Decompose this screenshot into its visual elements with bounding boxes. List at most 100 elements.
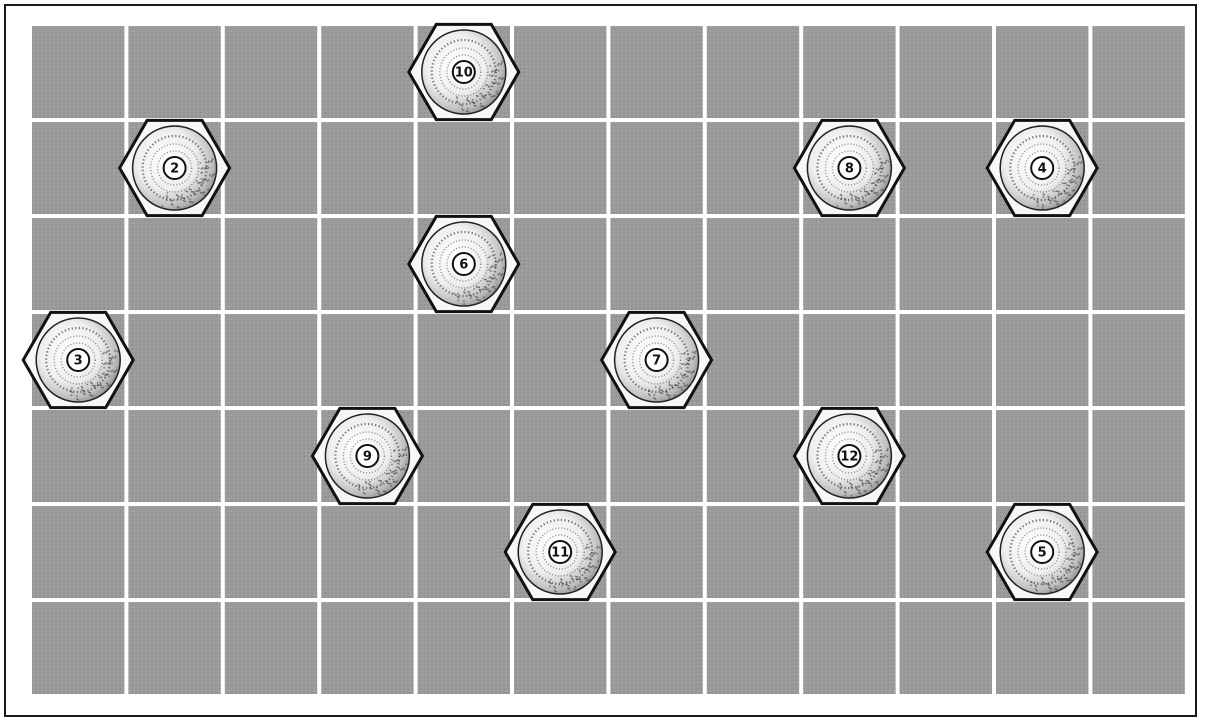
board-cell[interactable]	[418, 506, 510, 598]
board-cell[interactable]	[225, 122, 317, 214]
board-cell[interactable]	[1092, 410, 1184, 502]
board-cell[interactable]	[321, 602, 413, 694]
board-cell[interactable]	[803, 218, 895, 310]
board-cell[interactable]	[900, 602, 992, 694]
board-cell[interactable]	[900, 410, 992, 502]
board-cell[interactable]	[128, 602, 220, 694]
board-cell[interactable]	[610, 218, 702, 310]
board-cell[interactable]	[32, 218, 124, 310]
ball-stipple-dot	[883, 457, 885, 459]
ball-stipple-dot	[204, 168, 206, 170]
board-cell[interactable]	[900, 122, 992, 214]
board-cell[interactable]	[128, 218, 220, 310]
board-cell[interactable]	[707, 506, 799, 598]
board-cell[interactable]	[32, 26, 124, 118]
board-cell[interactable]	[707, 122, 799, 214]
board-cell[interactable]	[514, 602, 606, 694]
ball-stipple-dot	[648, 393, 650, 395]
ball-stipple-dot	[653, 394, 655, 396]
ball-stipple-dot	[584, 577, 586, 579]
board-cell[interactable]	[610, 122, 702, 214]
board-cell[interactable]	[225, 314, 317, 406]
board-cell[interactable]	[803, 314, 895, 406]
board-cell[interactable]	[32, 122, 124, 214]
board-cell[interactable]	[900, 506, 992, 598]
ball-stipple-dot	[369, 481, 371, 483]
ball-stipple-dot	[871, 183, 873, 185]
ball-stipple-dot	[660, 392, 662, 394]
board-cell[interactable]	[225, 410, 317, 502]
board-cell[interactable]	[1092, 26, 1184, 118]
board-cell[interactable]	[514, 410, 606, 502]
board-cell[interactable]	[707, 602, 799, 694]
board-cell[interactable]	[900, 218, 992, 310]
board-cell[interactable]	[996, 410, 1088, 502]
board-cell[interactable]	[128, 26, 220, 118]
ball-stipple-dot	[875, 473, 877, 475]
board-cell[interactable]	[128, 506, 220, 598]
board-cell[interactable]	[418, 314, 510, 406]
board-cell[interactable]	[707, 26, 799, 118]
board-cell[interactable]	[225, 26, 317, 118]
board-cell[interactable]	[418, 602, 510, 694]
board-cell[interactable]	[514, 218, 606, 310]
board-cell[interactable]	[900, 314, 992, 406]
board-cell[interactable]	[514, 314, 606, 406]
board-cell[interactable]	[321, 26, 413, 118]
ball-stipple-dot	[390, 485, 392, 487]
board-cell[interactable]	[707, 410, 799, 502]
board-cell[interactable]	[321, 506, 413, 598]
board-cell[interactable]	[321, 314, 413, 406]
board-cell[interactable]	[418, 410, 510, 502]
ball-stipple-dot	[488, 257, 490, 259]
piece-number-label: 4	[1038, 162, 1047, 177]
board-cell[interactable]	[225, 218, 317, 310]
board-cell[interactable]	[225, 602, 317, 694]
board-cell[interactable]	[128, 410, 220, 502]
board-cell[interactable]	[1092, 122, 1184, 214]
board-cell[interactable]	[996, 26, 1088, 118]
board-cell[interactable]	[418, 122, 510, 214]
board-cell[interactable]	[321, 218, 413, 310]
board-cell[interactable]	[996, 314, 1088, 406]
board-cell[interactable]	[128, 314, 220, 406]
board-cell[interactable]	[996, 218, 1088, 310]
board-cell[interactable]	[803, 602, 895, 694]
board-cell[interactable]	[225, 506, 317, 598]
ball-stipple-dot	[365, 481, 367, 483]
board-cell[interactable]	[610, 506, 702, 598]
board-cell[interactable]	[900, 26, 992, 118]
board-cell[interactable]	[1092, 314, 1184, 406]
ball-stipple-dot	[887, 456, 889, 458]
piece-number-label: 8	[845, 162, 854, 177]
board-cell[interactable]	[514, 26, 606, 118]
ball-stipple-dot	[1072, 190, 1074, 192]
board-cell[interactable]	[321, 122, 413, 214]
board-cell[interactable]	[610, 602, 702, 694]
board-cell[interactable]	[1092, 218, 1184, 310]
ball-stipple-dot	[865, 490, 867, 492]
board-cell[interactable]	[32, 602, 124, 694]
ball-stipple-dot	[1036, 201, 1038, 203]
board-cell[interactable]	[32, 410, 124, 502]
board-cell[interactable]	[610, 26, 702, 118]
board-cell[interactable]	[514, 122, 606, 214]
piece-number-label: 7	[652, 354, 661, 369]
ball-stipple-dot	[688, 364, 690, 366]
board-cell[interactable]	[803, 506, 895, 598]
board-cell[interactable]	[1092, 506, 1184, 598]
board-cell[interactable]	[803, 26, 895, 118]
ball-stipple-dot	[488, 86, 490, 88]
ball-stipple-dot	[94, 387, 96, 389]
board-cell[interactable]	[1092, 602, 1184, 694]
board-cell[interactable]	[707, 314, 799, 406]
ball-stipple-dot	[858, 492, 860, 494]
board-cell[interactable]	[996, 602, 1088, 694]
ball-stipple-dot	[554, 590, 556, 592]
board-cell[interactable]	[32, 506, 124, 598]
ball-stipple-dot	[875, 184, 877, 186]
ball-stipple-dot	[177, 198, 179, 200]
board-cell[interactable]	[707, 218, 799, 310]
board-cell[interactable]	[610, 410, 702, 502]
ball-stipple-dot	[466, 99, 468, 101]
